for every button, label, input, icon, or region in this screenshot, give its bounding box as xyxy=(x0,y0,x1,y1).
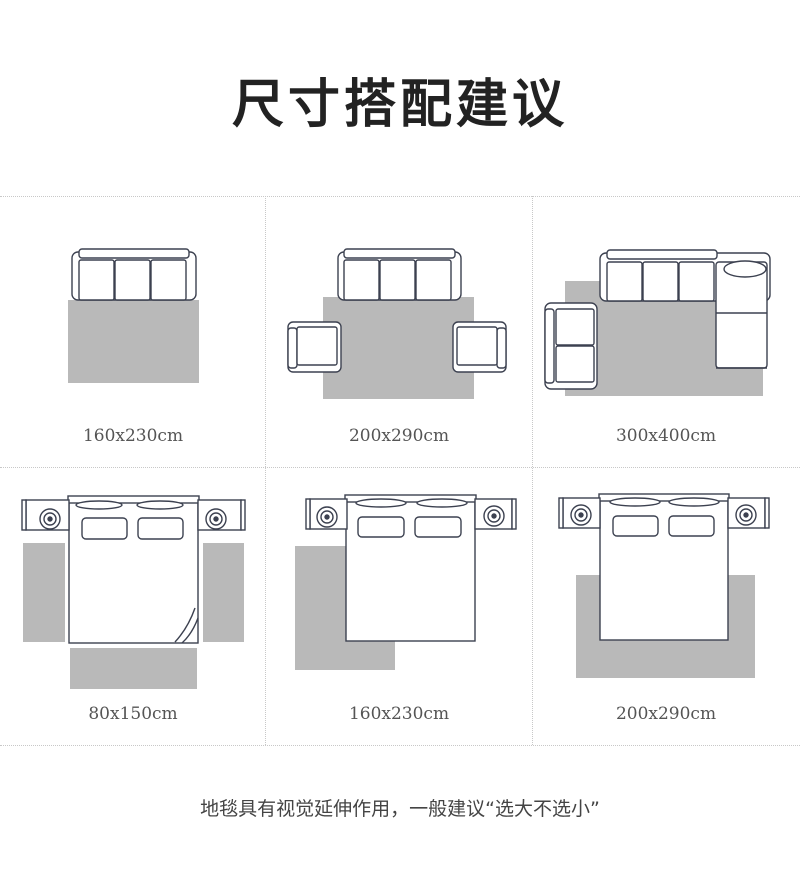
living-room-option-3: 300x400cm xyxy=(533,197,799,467)
bedroom-option-2: 160x230cm xyxy=(266,468,532,738)
nightstand-icon xyxy=(21,499,70,531)
grid-divider-top xyxy=(0,196,800,197)
rug-shape-right xyxy=(203,543,244,642)
grid-divider-left xyxy=(265,196,266,745)
living-room-illustration-3 xyxy=(544,249,771,396)
rug-shape xyxy=(323,297,474,399)
rug-size-label: 200x290cm xyxy=(348,426,450,446)
living-room-illustration-1 xyxy=(68,248,199,383)
rug-size-label: 200x290cm xyxy=(615,704,717,724)
nightstand-icon xyxy=(197,499,246,531)
rug-size-label: 300x400cm xyxy=(615,426,717,446)
sofa-icon xyxy=(337,248,462,301)
bedroom-illustration-2 xyxy=(295,494,517,670)
grid-divider-right xyxy=(532,196,533,745)
pillow-icon xyxy=(75,500,128,540)
armchair-icon xyxy=(287,321,342,373)
page-title: 尺寸搭配建议 xyxy=(231,75,568,135)
sectional-sofa-icon xyxy=(599,249,771,369)
nightstand-icon xyxy=(727,497,770,529)
rug-shape-foot xyxy=(70,648,197,689)
living-room-option-1: 160x230cm xyxy=(0,197,266,467)
rug-shape xyxy=(68,300,199,383)
rug-size-label: 160x230cm xyxy=(348,704,450,724)
bedroom-illustration-1 xyxy=(21,495,246,689)
armchair-icon xyxy=(452,321,507,373)
pillow-icon xyxy=(668,497,720,537)
grid-divider-bottom xyxy=(0,745,800,746)
footer-note: 地毯具有视觉延伸作用，一般建议“选大不选小” xyxy=(200,798,600,820)
rug-size-label: 160x230cm xyxy=(82,426,184,446)
bedroom-option-1: 80x150cm xyxy=(0,468,266,738)
nightstand-icon xyxy=(474,498,517,530)
bedroom-illustration-3 xyxy=(558,493,770,678)
pillow-icon xyxy=(414,498,468,538)
grid-divider-middle xyxy=(0,467,800,468)
bedroom-option-3: 200x290cm xyxy=(533,468,799,738)
living-room-illustration-2 xyxy=(287,248,507,399)
pillow-icon xyxy=(136,500,184,540)
sofa-icon xyxy=(544,302,598,390)
nightstand-icon xyxy=(305,498,348,530)
rug-shape-left xyxy=(23,543,65,642)
nightstand-icon xyxy=(558,497,601,529)
pillow-icon xyxy=(355,498,407,538)
pillow-icon xyxy=(609,497,661,537)
rug-size-label: 80x150cm xyxy=(88,704,178,724)
sofa-icon xyxy=(71,248,197,301)
living-room-option-2: 200x290cm xyxy=(266,197,532,467)
